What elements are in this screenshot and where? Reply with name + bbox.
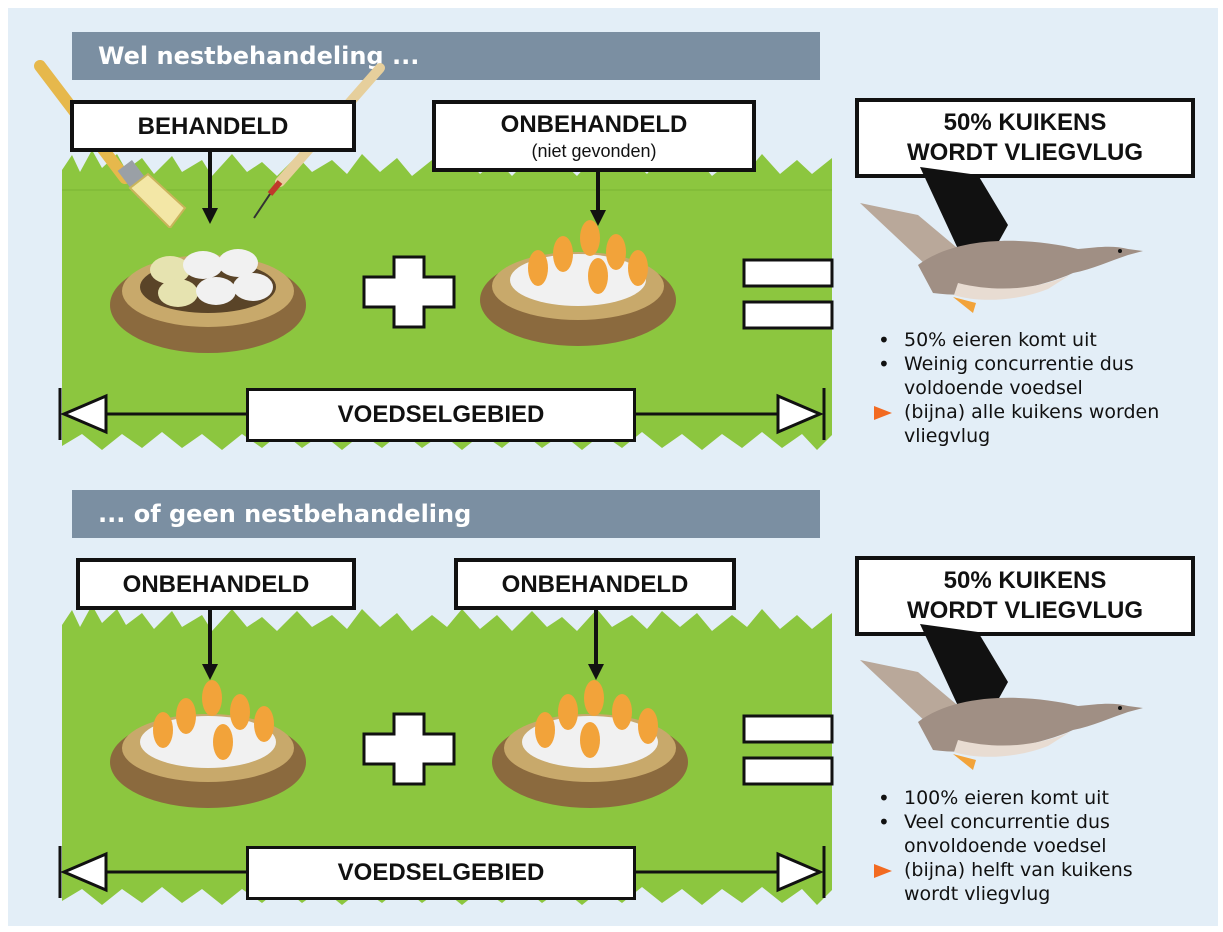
nest-with-chicks-icon <box>480 220 676 346</box>
label-onbehandeld-bottom-left: ONBEHANDELD <box>76 558 356 610</box>
area-label-bottom: VOEDSELGEBIED <box>246 846 636 900</box>
area-label-top: VOEDSELGEBIED <box>246 388 636 442</box>
label-onbehandeld-text: ONBEHANDELD <box>500 111 688 138</box>
bullet-list-bottom: 100% eieren komt uit Veel concurrentie d… <box>874 786 1176 906</box>
plus-icon <box>362 712 456 786</box>
nest-with-eggs-icon <box>110 249 306 353</box>
result-line2: WORDT VLIEGVLUG <box>907 139 1143 166</box>
label-pointer <box>202 150 218 224</box>
bullet-item: Weinig concurrentie dus voldoende voedse… <box>876 352 1176 400</box>
label-niet-gevonden: (niet gevonden) <box>531 141 657 161</box>
result-line2: WORDT VLIEGVLUG <box>907 597 1143 624</box>
goose-icon <box>860 624 1143 770</box>
bullet-item-conclusion: (bijna) helft van kuikens wordt vliegvlu… <box>874 858 1176 906</box>
label-behandeld-top: BEHANDELD <box>70 100 356 152</box>
equals-icon <box>742 258 834 330</box>
label-pointer <box>202 608 218 680</box>
label-pointer <box>590 170 606 226</box>
bullet-item: Veel concurrentie dus onvoldoende voedse… <box>876 810 1176 858</box>
equals-icon <box>742 714 834 786</box>
result-box-top: 50% KUIKENS WORDT VLIEGVLUG <box>855 98 1195 178</box>
goose-icon <box>860 167 1143 313</box>
label-onbehandeld-bottom-right: ONBEHANDELD <box>454 558 736 610</box>
bullet-list-top: 50% eieren komt uit Weinig concurrentie … <box>874 328 1176 448</box>
bullet-item: 50% eieren komt uit <box>876 328 1176 352</box>
label-pointer <box>588 608 604 680</box>
nest-with-chicks-icon <box>110 680 306 808</box>
plus-icon <box>362 255 456 329</box>
result-line1: 50% KUIKENS <box>943 567 1107 594</box>
bullet-item: 100% eieren komt uit <box>876 786 1176 810</box>
result-box-bottom: 50% KUIKENS WORDT VLIEGVLUG <box>855 556 1195 636</box>
result-line1: 50% KUIKENS <box>943 109 1107 136</box>
label-onbehandeld-top: ONBEHANDELD (niet gevonden) <box>432 100 756 172</box>
header-top: Wel nestbehandeling ... <box>72 32 820 80</box>
header-bottom: ... of geen nestbehandeling <box>72 490 820 538</box>
bullet-item-conclusion: (bijna) alle kuikens worden vliegvlug <box>874 400 1176 448</box>
nest-with-chicks-icon <box>492 680 688 808</box>
